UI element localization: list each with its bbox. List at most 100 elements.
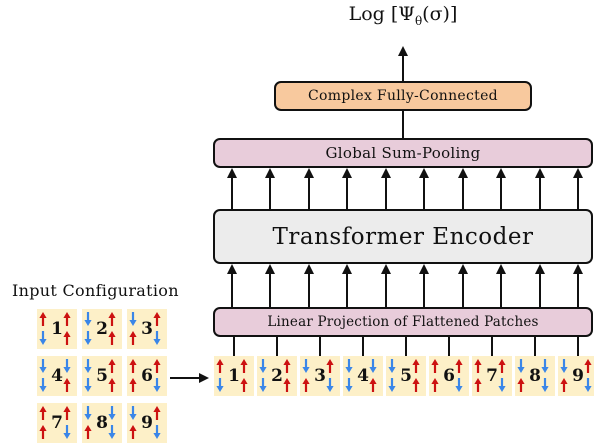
projection-to-encoder-arrow <box>419 264 429 307</box>
spin-down-arrow-icon <box>39 331 47 345</box>
spin-arrows <box>431 359 463 392</box>
spin-arrows <box>345 359 377 392</box>
projection-to-encoder-arrow <box>458 264 468 307</box>
grid-patch-8: 8 <box>82 403 122 443</box>
spin-up-arrow-icon <box>431 378 439 392</box>
spin-down-arrow-icon <box>498 378 506 392</box>
spin-down-arrow-icon <box>345 378 353 392</box>
patch-number: 4 <box>357 366 369 386</box>
spin-arrows <box>388 359 420 392</box>
row-patch-4: 4 <box>343 356 383 396</box>
patch-number: 3 <box>141 319 153 339</box>
spin-up-arrow-icon <box>326 359 334 373</box>
spin-down-arrow-icon <box>216 378 224 392</box>
spin-down-arrow-icon <box>39 359 47 373</box>
spin-down-arrow-icon <box>345 359 353 373</box>
row-patch-8: 8 <box>515 356 555 396</box>
patch-number: 2 <box>271 366 283 386</box>
spin-up-arrow-icon <box>474 378 482 392</box>
row-patch-2: 2 <box>257 356 297 396</box>
spin-down-arrow-icon <box>84 359 92 373</box>
spin-up-arrow-icon <box>63 331 71 345</box>
patch-number: 4 <box>51 366 63 386</box>
spin-up-arrow-icon <box>63 378 71 392</box>
spin-up-arrow-icon <box>108 312 116 326</box>
encoder-to-pooling-arrow <box>381 168 391 209</box>
output-wavefunction-label: Log [Ψθ(σ)] <box>300 3 506 28</box>
patch-number: 7 <box>51 413 63 433</box>
spin-up-arrow-icon <box>63 312 71 326</box>
spin-up-arrow-icon <box>129 425 137 439</box>
spin-up-arrow-icon <box>474 359 482 373</box>
projection-to-encoder-arrow <box>342 264 352 307</box>
grid-patch-4: 4 <box>37 356 77 396</box>
patch-number: 6 <box>141 366 153 386</box>
spin-down-arrow-icon <box>369 359 377 373</box>
spin-arrows <box>84 359 116 392</box>
patch-number: 7 <box>486 366 498 386</box>
spin-up-arrow-icon <box>153 359 161 373</box>
spin-arrows <box>129 406 161 439</box>
patch-number: 1 <box>228 366 240 386</box>
patch-number: 5 <box>96 366 108 386</box>
spin-down-arrow-icon <box>455 378 463 392</box>
patch-number: 5 <box>400 366 412 386</box>
spin-up-arrow-icon <box>108 331 116 345</box>
patch-number: 9 <box>141 413 153 433</box>
output-label-pre: Log [Ψ <box>348 3 415 25</box>
spin-down-arrow-icon <box>153 378 161 392</box>
spin-up-arrow-icon <box>517 378 525 392</box>
spin-up-arrow-icon <box>412 359 420 373</box>
spin-arrows <box>39 406 71 439</box>
spin-down-arrow-icon <box>259 359 267 373</box>
output-label-sub: θ <box>414 13 423 28</box>
spin-arrows <box>39 312 71 345</box>
spin-up-arrow-icon <box>216 359 224 373</box>
spin-up-arrow-icon <box>108 378 116 392</box>
global-sum-pooling-box: Global Sum-Pooling <box>213 138 593 168</box>
encoder-to-pooling-arrow <box>535 168 545 209</box>
encoder-to-pooling-arrow <box>419 168 429 209</box>
spin-arrows <box>129 359 161 392</box>
spin-up-arrow-icon <box>240 359 248 373</box>
spin-arrows <box>560 359 592 392</box>
spin-up-arrow-icon <box>108 359 116 373</box>
projection-to-encoder-arrow <box>304 264 314 307</box>
spin-down-arrow-icon <box>84 378 92 392</box>
spin-arrows <box>129 312 161 345</box>
spin-down-arrow-icon <box>388 378 396 392</box>
encoder-to-pooling-arrow <box>342 168 352 209</box>
spin-down-arrow-icon <box>84 331 92 345</box>
spin-arrows <box>259 359 291 392</box>
spin-up-arrow-icon <box>283 359 291 373</box>
linear-projection-box: Linear Projection of Flattened Patches <box>213 307 593 337</box>
spin-up-arrow-icon <box>455 359 463 373</box>
spin-up-arrow-icon <box>431 359 439 373</box>
row-patch-9: 9 <box>558 356 594 396</box>
spin-up-arrow-icon <box>412 378 420 392</box>
spin-up-arrow-icon <box>560 378 568 392</box>
spin-arrows <box>216 359 248 392</box>
patch-number: 3 <box>314 366 326 386</box>
spin-down-arrow-icon <box>388 359 396 373</box>
spin-up-arrow-icon <box>153 312 161 326</box>
projection-to-encoder-arrow <box>535 264 545 307</box>
patch-number: 8 <box>529 366 541 386</box>
spin-down-arrow-icon <box>84 312 92 326</box>
patch-number: 8 <box>96 413 108 433</box>
spin-up-arrow-icon <box>39 406 47 420</box>
spin-arrows <box>84 406 116 439</box>
spin-arrows <box>517 359 549 392</box>
grid-patch-2: 2 <box>82 309 122 349</box>
spin-up-arrow-icon <box>153 406 161 420</box>
spin-down-arrow-icon <box>63 425 71 439</box>
spin-up-arrow-icon <box>129 331 137 345</box>
spin-down-arrow-icon <box>63 359 71 373</box>
spin-up-arrow-icon <box>84 425 92 439</box>
flatten-arrow <box>170 373 209 383</box>
spin-down-arrow-icon <box>259 378 267 392</box>
spin-up-arrow-icon <box>584 359 592 373</box>
encoder-to-pooling-arrow <box>496 168 506 209</box>
projection-to-encoder-arrow <box>381 264 391 307</box>
spin-up-arrow-icon <box>39 425 47 439</box>
